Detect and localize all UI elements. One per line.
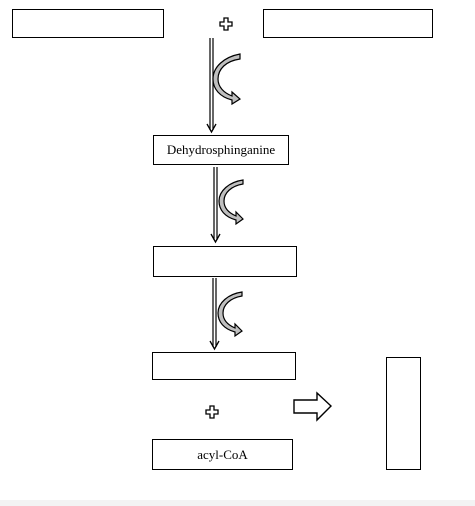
reaction-arrow-2 bbox=[210, 167, 221, 244]
plus-icon-top bbox=[219, 17, 233, 31]
intermediate-box-3 bbox=[152, 352, 296, 380]
acyl-coa-box: acyl-CoA bbox=[152, 439, 293, 470]
curved-side-arrow-icon bbox=[217, 291, 243, 338]
intermediate-box-2 bbox=[153, 246, 297, 277]
dehydrosphinganine-box: Dehydrosphinganine bbox=[153, 135, 289, 165]
bottom-border-strip bbox=[0, 500, 475, 506]
reaction-arrow-3 bbox=[209, 278, 220, 351]
substrate-box-right bbox=[263, 9, 433, 38]
substrate-box-left bbox=[12, 9, 164, 38]
product-box bbox=[386, 357, 421, 470]
plus-icon-bottom bbox=[205, 405, 219, 419]
block-right-arrow-icon bbox=[293, 391, 333, 422]
curved-side-arrow-icon bbox=[218, 179, 244, 226]
curved-side-arrow-icon bbox=[212, 53, 242, 106]
